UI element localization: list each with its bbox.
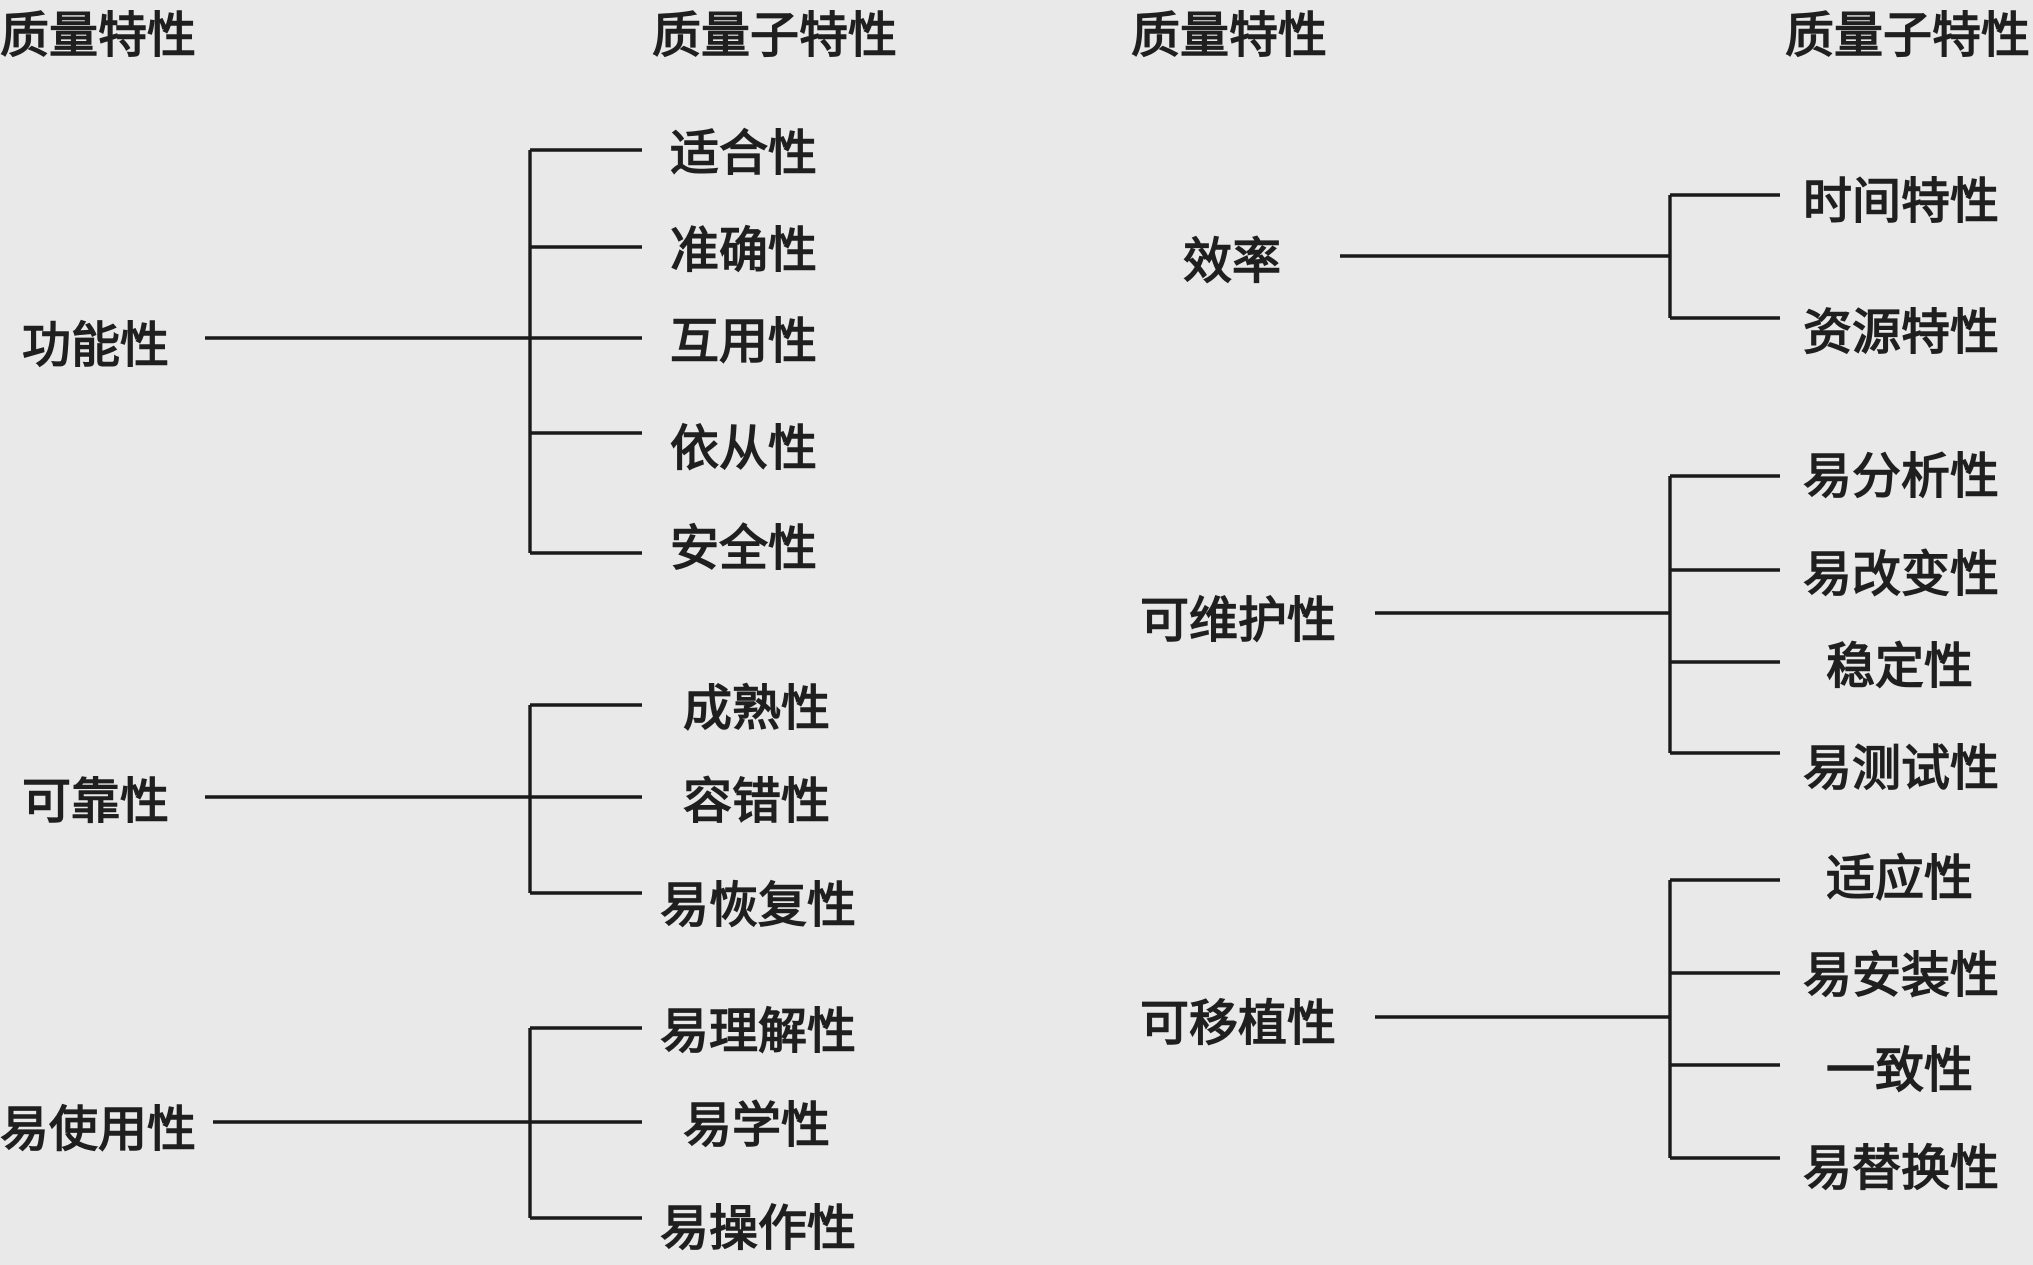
subcharacteristic-recoverability: 易恢复性	[660, 877, 856, 934]
subcharacteristic-accuracy: 准确性	[670, 222, 817, 279]
subcharacteristic-operability: 易操作性	[660, 1200, 856, 1257]
subcharacteristic-changeability: 易改变性	[1803, 546, 1999, 603]
connector-maintainability	[1375, 474, 1780, 755]
group-reliability: 可靠性 成熟性 容错性 易恢复性	[22, 680, 856, 934]
subcharacteristic-replaceability: 易替换性	[1803, 1140, 1999, 1197]
header-right-characteristic: 质量特性	[1131, 7, 1327, 64]
connector-reliability	[205, 703, 642, 895]
header-left-characteristic: 质量特性	[0, 7, 196, 64]
connector-usability	[213, 1026, 642, 1220]
connector-functionality	[205, 148, 642, 555]
subcharacteristic-maturity: 成熟性	[683, 680, 830, 737]
characteristic-reliability: 可靠性	[22, 773, 169, 830]
connector-efficiency	[1340, 193, 1780, 320]
subcharacteristic-installability: 易安装性	[1803, 947, 1999, 1004]
subcharacteristic-stability: 稳定性	[1826, 638, 1973, 695]
subcharacteristic-learnability: 易学性	[683, 1097, 830, 1154]
group-maintainability: 可维护性 易分析性 易改变性 稳定性 易测试性	[1140, 448, 1999, 797]
group-portability: 可移植性 适应性 易安装性 一致性 易替换性	[1140, 850, 1999, 1197]
subcharacteristic-conformance: 一致性	[1826, 1042, 1973, 1099]
group-usability: 易使用性 易理解性 易学性 易操作性	[0, 1003, 856, 1257]
characteristic-efficiency: 效率	[1183, 233, 1281, 290]
characteristic-maintainability: 可维护性	[1140, 592, 1336, 649]
subcharacteristic-testability: 易测试性	[1803, 740, 1999, 797]
connector-portability	[1375, 878, 1780, 1160]
group-functionality: 功能性 适合性 准确性 互用性 依从性 安全性	[22, 125, 817, 577]
characteristic-portability: 可移植性	[1140, 995, 1336, 1052]
subcharacteristic-resource-behaviour: 资源特性	[1803, 304, 1999, 361]
characteristic-functionality: 功能性	[22, 317, 169, 374]
header-right-subcharacteristic: 质量子特性	[1785, 7, 2030, 64]
subcharacteristic-compliance: 依从性	[670, 420, 817, 477]
subcharacteristic-security: 安全性	[670, 520, 817, 577]
subcharacteristic-understandability: 易理解性	[660, 1003, 856, 1060]
subcharacteristic-fault-tolerance: 容错性	[683, 773, 830, 830]
subcharacteristic-time-behaviour: 时间特性	[1803, 173, 1999, 230]
header-left-subcharacteristic: 质量子特性	[652, 7, 897, 64]
subcharacteristic-suitability: 适合性	[670, 125, 817, 182]
subcharacteristic-interoperability: 互用性	[670, 313, 817, 370]
subcharacteristic-analysability: 易分析性	[1803, 448, 1999, 505]
group-efficiency: 效率 时间特性 资源特性	[1183, 173, 1999, 361]
subcharacteristic-adaptability: 适应性	[1826, 850, 1973, 907]
characteristic-usability: 易使用性	[0, 1101, 196, 1158]
